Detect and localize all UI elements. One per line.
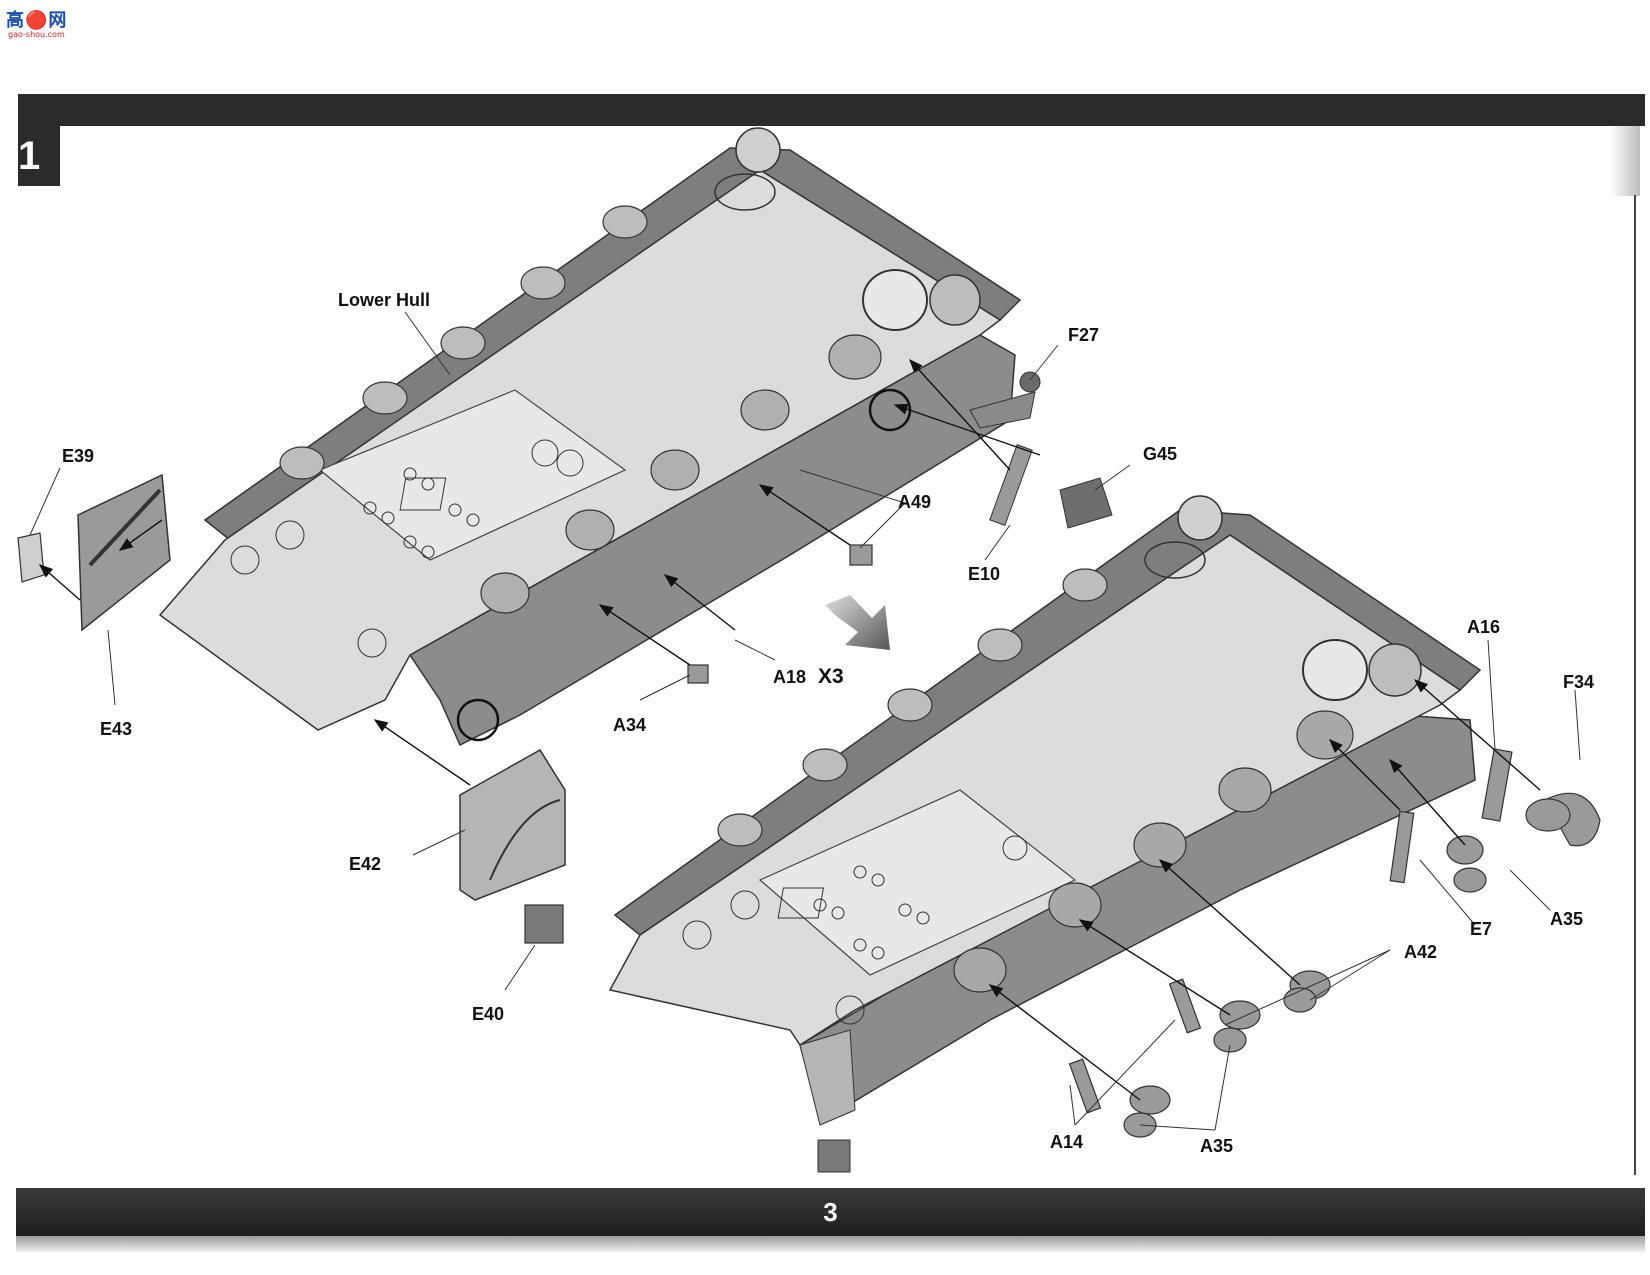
part-e39 [17, 532, 45, 583]
parts-a49-a34 [687, 544, 873, 684]
label-e7: E7 [1470, 919, 1492, 939]
page-number: 3 [823, 1197, 838, 1227]
label-a16: A16 [1467, 617, 1500, 637]
label-g45: G45 [1143, 444, 1177, 464]
label-a18-qty: X3 [818, 665, 844, 688]
assembly-arrows [38, 358, 1541, 1101]
part-e42 [459, 748, 566, 901]
label-a35-right: A35 [1550, 909, 1583, 929]
site-logo: 高🔴网 gao-shou.com [6, 6, 72, 40]
label-f27: F27 [1068, 325, 1099, 345]
step-header-bar [18, 94, 1645, 126]
part-e40 [524, 904, 564, 944]
label-e42: E42 [349, 854, 381, 874]
lower-hull-top-view [158, 127, 1022, 747]
label-a42: A42 [1404, 942, 1437, 962]
logo-text: 高🔴网 [6, 10, 68, 31]
page-edge-shade [1610, 126, 1640, 196]
label-e39: E39 [62, 446, 94, 466]
label-a34: A34 [613, 715, 646, 735]
label-a49: A49 [898, 492, 931, 512]
logo-url: gao-shou.com [8, 30, 65, 39]
label-leaders [29, 311, 1581, 1131]
label-e43: E43 [100, 719, 132, 739]
label-a18: A18 [773, 667, 806, 687]
part-e43 [77, 473, 171, 632]
label-e40: E40 [472, 1004, 504, 1024]
part-e10 [989, 444, 1033, 526]
step-transition-arrow [825, 595, 890, 650]
page-edge-line [1634, 195, 1636, 1175]
label-e10: E10 [968, 564, 1000, 584]
lower-hull-assembled-view [608, 495, 1482, 1173]
footer-bar: 3 [16, 1188, 1645, 1236]
label-lower-hull: Lower Hull [338, 290, 430, 310]
part-g45 [1059, 477, 1113, 529]
part-f27 [969, 371, 1041, 429]
label-f34: F34 [1563, 672, 1594, 692]
loose-parts-right [1068, 748, 1601, 1138]
label-a35-bottom: A35 [1200, 1136, 1233, 1156]
label-a14: A14 [1050, 1132, 1083, 1152]
footer-shadow [16, 1236, 1645, 1252]
step-number: 1 [18, 126, 60, 186]
